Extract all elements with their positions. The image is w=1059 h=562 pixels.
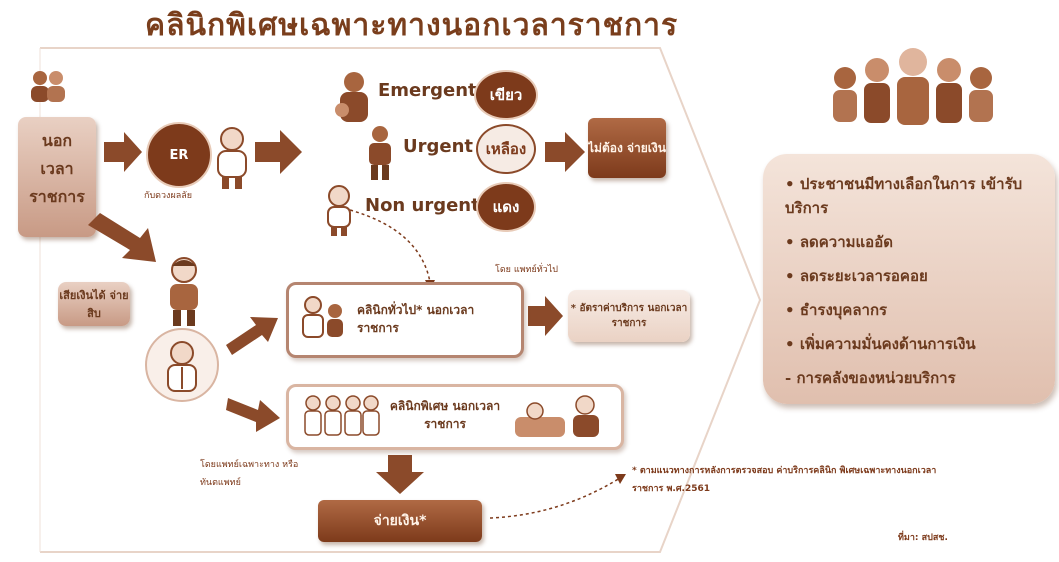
arrow-to-special-clinic [226,398,280,432]
people-icon [28,68,68,108]
arrow-to-no-pay [545,132,585,172]
family-group-icon [825,40,1000,139]
triage-urgent-circle: เหลือง [476,124,536,174]
triage-emergent-color: เขียว [489,86,523,104]
man-icon [365,125,395,185]
special-clinic-label: คลินิกพิเศษ นอกเวลาราชการ [389,399,501,431]
special-clinic-box: คลินิกพิเศษ นอกเวลาราชการ [286,384,624,450]
child-icon [322,185,356,241]
arrow-to-gp-result [528,296,563,336]
arrow-to-gp-clinic [226,317,278,355]
doctor-patient-icon [299,295,347,349]
gp-result-box: * อัตราค่าบริการ นอกเวลาราชการ [568,290,690,342]
pay-box: จ่ายเงิน* [318,500,482,542]
benefit-item: เพิ่มความมั่นคงด้านการเงิน [785,332,1039,356]
triage-urgent-label: Urgent [403,136,474,157]
gp-clinic-box: คลินิกทั่วไป* นอกเวลาราชการ [286,282,524,358]
arrow-to-triage [255,130,302,174]
triage-emergent-circle: เขียว [474,70,538,120]
er-circle: ER [146,122,212,188]
self-pay-label: เสียเงินได้ จ่ายสิบ [59,289,129,320]
benefits-list: ประชาชนมีทางเลือกในการ เข้ารับบริการ ลดค… [763,154,1055,390]
arrow-to-pay [376,455,424,494]
footnote: * ตามแนวทางการหลังการตรวจสอบ ค่าบริการคล… [632,466,937,494]
pay-label: จ่ายเงิน* [373,513,427,529]
benefit-item: ลดความแออัด [785,230,1039,254]
nurse-figure-icon [208,125,256,195]
doctor-figure-icon [142,325,222,409]
triage-urgent-color: เหลือง [485,140,527,158]
benefit-item: ธำรงบุคลากร [785,298,1039,322]
after-hours-line-1: นอก [41,131,73,150]
arrow-to-self-pay [88,213,156,262]
er-label: ER [169,147,189,163]
benefit-item: ประชาชนมีทางเลือกในการ เข้ารับบริการ [785,172,1039,220]
family-icon [332,70,376,132]
page-title: คลินิกพิเศษเฉพาะทางนอกเวลาราชการ [145,8,679,43]
dentist-icon [511,393,611,445]
benefit-item-last: - การคลังของหน่วยบริการ [785,369,956,387]
triage-emergent-label: Emergent [378,80,477,101]
boy-figure-icon [162,256,206,332]
er-caption: กับดวงผลลัย [144,191,193,201]
triage-nonurgent-circle: แดง [476,182,536,232]
no-pay-box: ไม่ต้อง จ่ายเงิน [588,118,666,178]
gp-clinic-label: คลินิกทั่วไป* นอกเวลาราชการ [357,303,475,335]
self-pay-box: เสียเงินได้ จ่ายสิบ [58,282,130,326]
special-note: โดยแพทย์เฉพาะทาง หรือ ทันตแพทย์ [200,460,299,488]
dashed-caption: โดย แพทย์ทั่วไป [495,265,558,275]
benefits-panel: ประชาชนมีทางเลือกในการ เข้ารับบริการ ลดค… [763,154,1055,404]
benefit-item: ลดระยะเวลารอคอย [785,264,1039,288]
no-pay-label: ไม่ต้อง จ่ายเงิน [588,141,666,155]
after-hours-line-3: ราชการ [29,187,85,206]
dashed-curve-gp [349,209,431,283]
after-hours-box: นอก เวลา ราชการ [18,117,96,237]
dashed-curve-footnote [489,477,621,519]
arrow-to-er [104,132,142,172]
triage-nonurgent-color: แดง [492,198,520,216]
gp-result-label: * อัตราค่าบริการ นอกเวลาราชการ [570,303,688,329]
medical-team-icon [301,393,381,443]
triage-nonurgent-label: Non urgent [365,195,480,216]
after-hours-line-2: เวลา [40,159,74,178]
source-note: ที่มา: สปสช. [898,533,948,543]
